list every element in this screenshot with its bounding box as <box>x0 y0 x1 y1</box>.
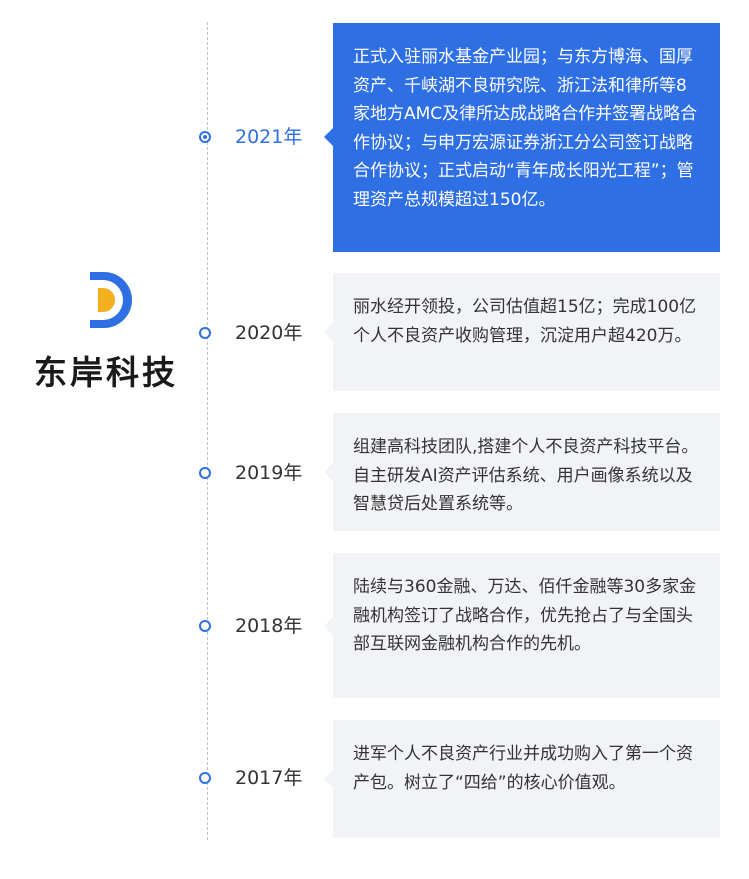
company-name: 东岸科技 <box>34 353 178 392</box>
timeline-line <box>207 22 208 840</box>
timeline-card-text: 进军个人不良资产行业并成功购入了第一个资产包。树立了“四给”的核心价值观。 <box>353 744 693 793</box>
timeline-card: 正式入驻丽水基金产业园；与东方博海、国厚资产、千峡湖不良研究院、浙江法和律所等8… <box>324 23 720 252</box>
timeline-card-text: 陆续与360金融、万达、佰仟金融等30多家金融机构签订了战略合作，优先抢占了与全… <box>353 577 697 654</box>
company-logo-icon <box>90 272 132 328</box>
timeline-card-text: 组建高科技团队,搭建个人不良资产科技平台。自主研发AI资产评估系统、用户画像系统… <box>353 437 699 514</box>
timeline-card-text: 正式入驻丽水基金产业园；与东方博海、国厚资产、千峡湖不良研究院、浙江法和律所等8… <box>353 47 698 210</box>
timeline-year: 2017年 <box>235 767 303 789</box>
brand-block: 东岸科技 <box>26 268 186 398</box>
timeline-year: 2018年 <box>235 615 303 637</box>
timeline-node-active <box>199 131 211 143</box>
timeline-card: 组建高科技团队,搭建个人不良资产科技平台。自主研发AI资产评估系统、用户画像系统… <box>324 413 720 531</box>
timeline-card-text: 丽水经开领投，公司估值超15亿；完成100亿个人不良资产收购管理，沉淀用户超42… <box>353 297 697 346</box>
timeline-year: 2020年 <box>235 322 303 344</box>
timeline-card: 陆续与360金融、万达、佰仟金融等30多家金融机构签订了战略合作，优先抢占了与全… <box>324 553 720 698</box>
timeline-card: 丽水经开领投，公司估值超15亿；完成100亿个人不良资产收购管理，沉淀用户超42… <box>324 273 720 391</box>
timeline-node <box>199 772 211 784</box>
timeline-node <box>199 327 211 339</box>
timeline-year: 2021年 <box>235 126 303 148</box>
timeline-year: 2019年 <box>235 462 303 484</box>
timeline-node <box>199 467 211 479</box>
timeline-node <box>199 620 211 632</box>
timeline-card: 进军个人不良资产行业并成功购入了第一个资产包。树立了“四给”的核心价值观。 <box>324 720 720 838</box>
